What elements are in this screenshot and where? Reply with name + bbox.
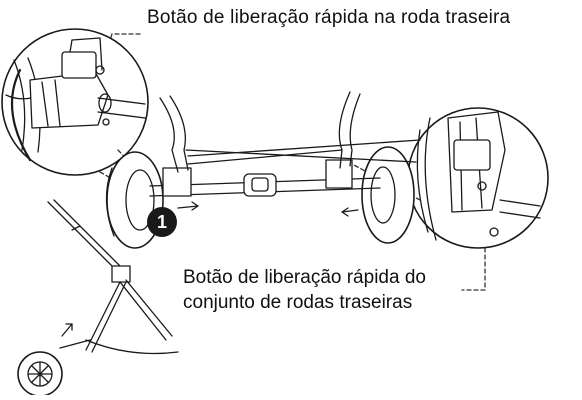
right-detail-magnifier	[407, 107, 549, 249]
folded-stroller-frame	[17, 199, 179, 397]
step-number-badge: 1	[147, 207, 177, 237]
left-detail-magnifier	[1, 28, 149, 176]
top-callout-label: Botão de liberação rápida na roda trasei…	[147, 7, 511, 28]
rear-axle-assembly	[105, 91, 415, 249]
bottom-callout-label-line2: conjunto de rodas traseiras	[183, 292, 413, 313]
bottom-callout-label-line1: Botão de liberação rápida do	[183, 267, 426, 288]
